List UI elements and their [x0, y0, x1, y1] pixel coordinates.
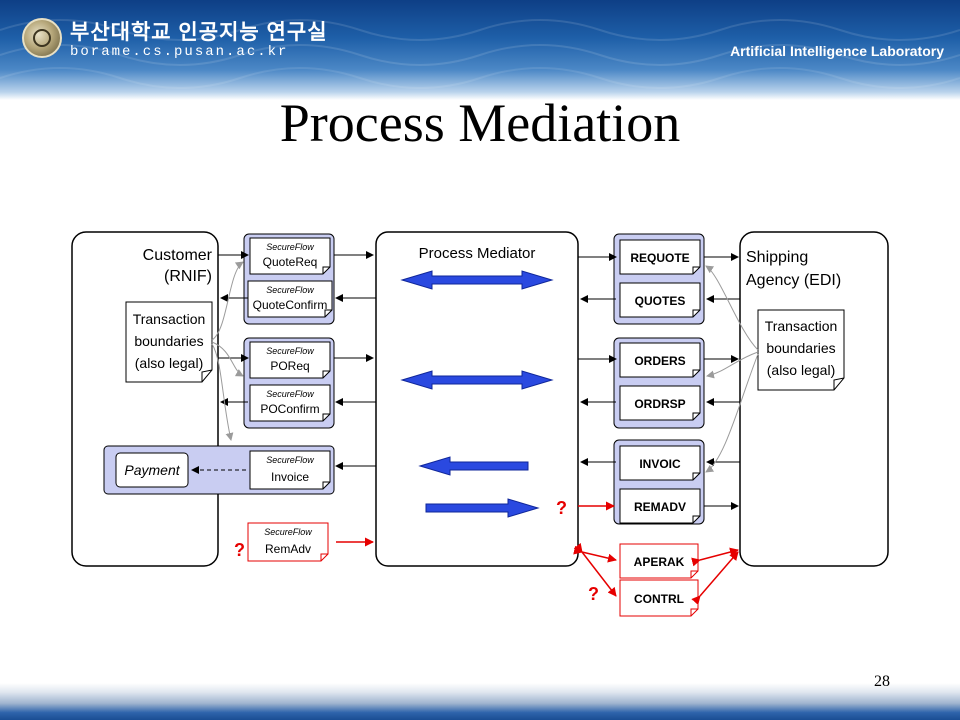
customer-protocol-label: (RNIF)	[164, 268, 212, 285]
requote-message: REQUOTE	[619, 239, 701, 275]
remadv-question-mark: ?	[234, 540, 245, 560]
customer-transaction-note: Transaction boundaries (also legal)	[125, 301, 213, 383]
shipping-transaction-note: Transaction boundaries (also legal)	[757, 309, 845, 391]
message-label: Invoice	[271, 470, 309, 484]
message-label: ORDRSP	[634, 397, 685, 411]
header-banner: 부산대학교 인공지능 연구실 borame.cs.pusan.ac.kr Art…	[0, 0, 960, 100]
bidirectional-quote-arrow	[400, 270, 554, 290]
aperak-contrl-red-arrows	[573, 542, 739, 605]
message-label: QUOTES	[635, 294, 686, 308]
remadv-edi-question-mark: ?	[556, 498, 567, 518]
wave-pattern	[0, 19, 960, 89]
message-label: REQUOTE	[630, 251, 689, 265]
orders-message: ORDERS	[619, 342, 701, 378]
message-label: CONTRL	[634, 592, 684, 606]
brand-name: 부산대학교 인공지능 연구실	[70, 21, 328, 44]
contrl-message: CONTRL	[619, 579, 699, 617]
bidirectional-order-arrow	[400, 370, 554, 390]
slide-title: Process Mediation	[279, 93, 681, 153]
quotes-message: QUOTES	[619, 282, 701, 318]
secureflow-tag: SecureFlow	[266, 455, 314, 465]
remadv-right-arrow	[425, 498, 540, 518]
message-label: APERAK	[634, 555, 685, 569]
aperak-contrl-question-mark: ?	[588, 584, 599, 604]
process-mediator-panel	[375, 231, 579, 567]
remadv-edi-message: REMADV	[619, 488, 701, 524]
secureflow-tag: SecureFlow	[266, 346, 314, 356]
shipping-label: Shipping	[746, 249, 808, 266]
university-seal-logo	[22, 18, 62, 58]
note-line: (also legal)	[135, 355, 203, 371]
footer-band	[0, 683, 960, 720]
page-number: 28	[874, 673, 890, 690]
invoice-left-arrow	[418, 456, 529, 476]
message-label: REMADV	[634, 500, 686, 514]
note-line: boundaries	[766, 340, 835, 356]
payment-label: Payment	[124, 462, 180, 478]
site-domain: borame.cs.pusan.ac.kr	[70, 44, 289, 60]
note-line: (also legal)	[767, 362, 835, 378]
invoic-message: INVOIC	[619, 445, 701, 481]
secureflow-tag: SecureFlow	[266, 285, 314, 295]
shipping-boundary-curves	[705, 265, 759, 473]
message-label: ORDERS	[634, 354, 685, 368]
message-label: POConfirm	[260, 402, 319, 416]
note-line: Transaction	[765, 318, 838, 334]
message-label: INVOIC	[639, 457, 681, 471]
message-label: QuoteConfirm	[253, 298, 328, 312]
note-line: Transaction	[133, 311, 206, 327]
message-label: POReq	[270, 359, 309, 373]
shipping-protocol-label: Agency (EDI)	[746, 272, 841, 289]
message-label: RemAdv	[265, 542, 311, 556]
secureflow-tag: SecureFlow	[266, 389, 314, 399]
note-line: boundaries	[134, 333, 203, 349]
process-mediator-label: Process Mediator	[419, 245, 536, 262]
lab-name: Artificial Intelligence Laboratory	[730, 43, 944, 59]
payment-box	[115, 452, 189, 488]
aperak-message: APERAK	[619, 543, 699, 579]
secureflow-tag: SecureFlow	[264, 527, 312, 537]
message-label: QuoteReq	[263, 255, 318, 269]
customer-boundary-curves	[211, 261, 244, 441]
customer-label: Customer	[143, 247, 213, 264]
secureflow-tag: SecureFlow	[266, 242, 314, 252]
ordrsp-message: ORDRSP	[619, 385, 701, 421]
